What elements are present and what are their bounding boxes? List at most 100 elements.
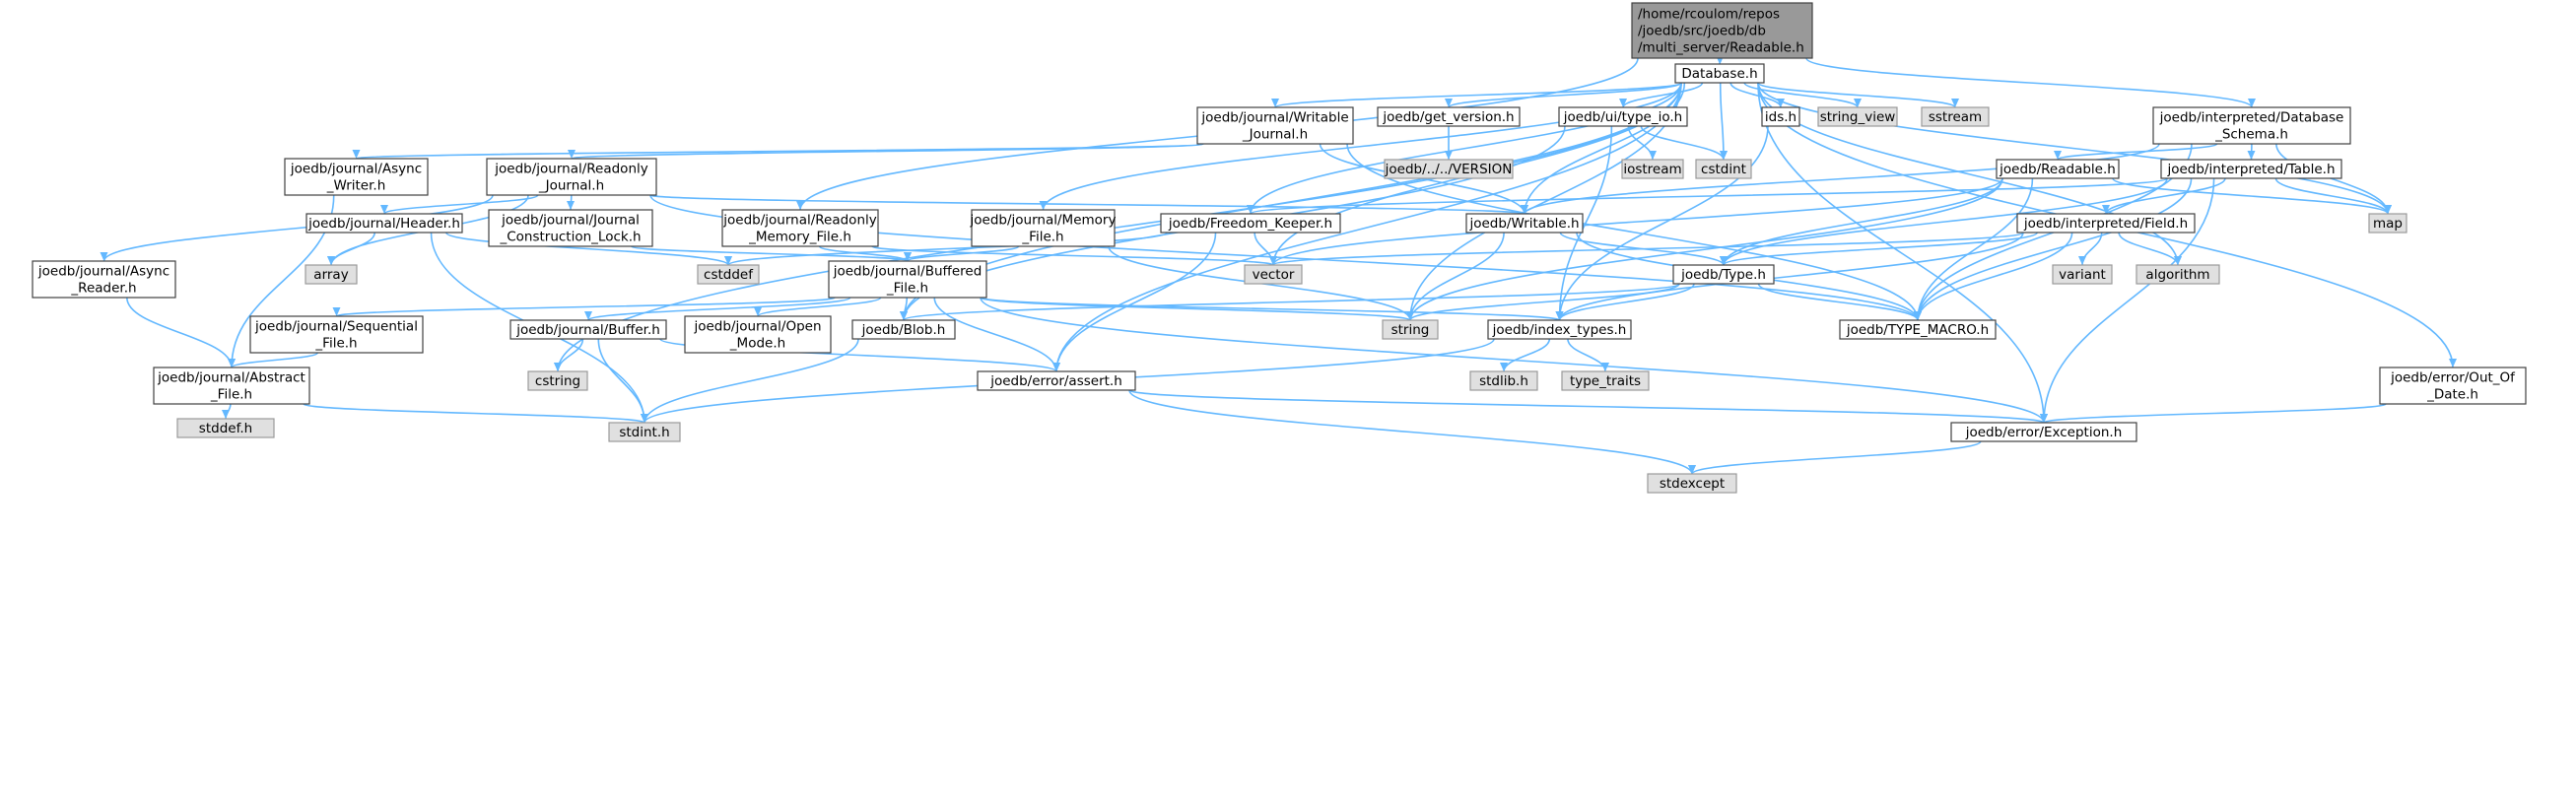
- edge-type_io-to-index_types: [1555, 125, 1613, 321]
- node-label: _Writer.h: [326, 178, 386, 194]
- node-ids[interactable]: ids.h: [1761, 106, 1800, 127]
- node-label: _Journal.h: [538, 178, 604, 194]
- node-label: joedb/get_version.h: [1382, 109, 1514, 125]
- edge-buffer-to-cstring: [554, 338, 584, 372]
- node-box: [1377, 106, 1521, 127]
- edge-readable-to-type: [1720, 177, 2003, 266]
- node-label: joedb/interpreted/Table.h: [2166, 162, 2335, 177]
- edge-type-to-index_types: [1555, 283, 1695, 321]
- node-box: [284, 158, 429, 196]
- node-type[interactable]: joedb/Type.h: [1672, 264, 1775, 285]
- node-box: [527, 370, 588, 391]
- node-header[interactable]: joedb/journal/Header.h: [305, 213, 463, 234]
- edge-field-to-type_macro: [1914, 232, 2073, 321]
- edge-construction_lock-to-buffered_file: [630, 245, 912, 262]
- node-sequential-file[interactable]: joedb/journal/Sequential_File.h: [249, 315, 424, 354]
- node-label: _Reader.h: [70, 281, 136, 297]
- edge-database-to-sstream: [1757, 82, 1959, 108]
- node-label: stdlib.h: [1479, 373, 1528, 389]
- edge-database-to-cstdint: [1719, 82, 1728, 161]
- edge-table-to-type: [1720, 177, 2168, 266]
- node-box: [828, 260, 987, 299]
- node-readable[interactable]: joedb/Readable.h: [1996, 159, 2120, 179]
- edge-sequential_file-to-abstract_file: [228, 352, 319, 368]
- node-stdlib: stdlib.h: [1469, 370, 1538, 391]
- node-label: joedb/Type.h: [1680, 267, 1766, 283]
- node-writable[interactable]: joedb/Writable.h: [1465, 213, 1584, 234]
- node-label: joedb/journal/Readonly: [494, 162, 648, 177]
- node-label: joedb/../../VERSION: [1385, 162, 1513, 177]
- node-root[interactable]: /home/rcoulom/repos/joedb/src/joedb/db/m…: [1631, 2, 1813, 59]
- node-box: [977, 370, 1136, 391]
- edge-buffered_file-to-exception: [980, 297, 2048, 424]
- node-index-types[interactable]: joedb/index_types.h: [1487, 319, 1632, 340]
- edge-exception-to-stdexcept: [1688, 440, 1982, 475]
- node-abstract-file[interactable]: joedb/journal/Abstract_File.h: [153, 367, 310, 405]
- node-async-reader[interactable]: joedb/journal/Async_Reader.h: [32, 260, 176, 299]
- node-memory-file[interactable]: joedb/journal/Memory_File.h: [970, 209, 1117, 247]
- node-get-version[interactable]: joedb/get_version.h: [1377, 106, 1521, 127]
- node-label: _Construction_Lock.h: [499, 230, 641, 245]
- edge-async_reader-to-abstract_file: [126, 297, 236, 368]
- node-string: string: [1382, 319, 1439, 340]
- node-label: joedb/journal/Async: [290, 162, 422, 177]
- node-label: _Memory_File.h: [748, 230, 851, 245]
- edge-freedom_keeper-to-assert: [1052, 232, 1217, 372]
- edge-buffered_file-to-buffer: [584, 297, 851, 321]
- node-field[interactable]: joedb/interpreted/Field.h: [2016, 213, 2196, 234]
- edge-freedom_keeper-to-vector: [1254, 232, 1277, 266]
- node-readonly-memory-file[interactable]: joedb/journal/Readonly_Memory_File.h: [721, 209, 879, 247]
- node-box: [684, 315, 832, 354]
- edge-table-to-freedom_keeper: [1247, 177, 2168, 215]
- node-label: joedb/interpreted/Database: [2159, 110, 2344, 126]
- node-open-mode[interactable]: joedb/journal/Open_Mode.h: [684, 315, 832, 354]
- node-vector: vector: [1244, 264, 1303, 285]
- node-box: [1950, 422, 2137, 442]
- node-writable-journal[interactable]: joedb/journal/Writable_Journal.h: [1196, 106, 1354, 145]
- node-box: [305, 264, 358, 285]
- edge-database-to-type_io: [1619, 82, 1704, 108]
- node-box: [176, 418, 275, 438]
- edge-readonly_journal-to-construction_lock: [567, 194, 576, 211]
- node-construction-lock[interactable]: joedb/journal/Journal_Construction_Lock.…: [488, 209, 653, 247]
- node-box: [2135, 264, 2220, 285]
- node-array: array: [305, 264, 358, 285]
- edge-index_types-to-type_traits: [1567, 338, 1609, 372]
- node-box: [1465, 213, 1584, 234]
- edge-field-to-type: [1720, 232, 2038, 266]
- node-label: joedb/Writable.h: [1468, 216, 1579, 232]
- node-box: [971, 209, 1116, 247]
- node-label: string: [1391, 322, 1430, 338]
- edge-root-to-database_schema: [1805, 57, 2256, 108]
- node-database[interactable]: Database.h: [1674, 63, 1765, 84]
- node-out-of-date[interactable]: joedb/error/Out_Of_Date.h: [2379, 367, 2527, 405]
- node-label: Database.h: [1681, 66, 1757, 82]
- edge-type_io-to-cstdint: [1640, 125, 1728, 161]
- node-async-writer[interactable]: joedb/journal/Async_Writer.h: [284, 158, 429, 196]
- node-database-schema[interactable]: joedb/interpreted/Database_Schema.h: [2152, 106, 2351, 145]
- node-box: [697, 264, 760, 285]
- edge-assert-to-stdexcept: [1128, 389, 1696, 475]
- node-table[interactable]: joedb/interpreted/Table.h: [2160, 159, 2342, 179]
- node-type-io[interactable]: joedb/ui/type_io.h: [1558, 106, 1688, 127]
- node-version: joedb/../../VERSION: [1384, 159, 1514, 179]
- node-type-macro[interactable]: joedb/TYPE_MACRO.h: [1839, 319, 1997, 340]
- edge-field-to-algorithm: [2118, 232, 2182, 266]
- edge-buffer-to-assert: [659, 338, 1060, 372]
- node-label: joedb/journal/Abstract: [157, 370, 305, 386]
- node-freedom-keeper[interactable]: joedb/Freedom_Keeper.h: [1160, 213, 1341, 234]
- node-blob[interactable]: joedb/Blob.h: [851, 319, 956, 340]
- node-label: ids.h: [1765, 109, 1796, 125]
- node-label: variant: [2059, 267, 2106, 283]
- node-box: [1561, 370, 1650, 391]
- node-buffered-file[interactable]: joedb/journal/Buffered_File.h: [828, 260, 987, 299]
- node-box: [1674, 63, 1765, 84]
- node-exception[interactable]: joedb/error/Exception.h: [1950, 422, 2137, 442]
- edge-abstract_file-to-stdint: [303, 403, 648, 424]
- node-buffer[interactable]: joedb/journal/Buffer.h: [509, 319, 667, 340]
- node-label: type_traits: [1570, 373, 1641, 389]
- node-assert[interactable]: joedb/error/assert.h: [977, 370, 1136, 391]
- node-box: [2368, 213, 2407, 234]
- node-label: _Date.h: [2426, 387, 2478, 403]
- node-readonly-journal[interactable]: joedb/journal/Readonly_Journal.h: [486, 158, 657, 196]
